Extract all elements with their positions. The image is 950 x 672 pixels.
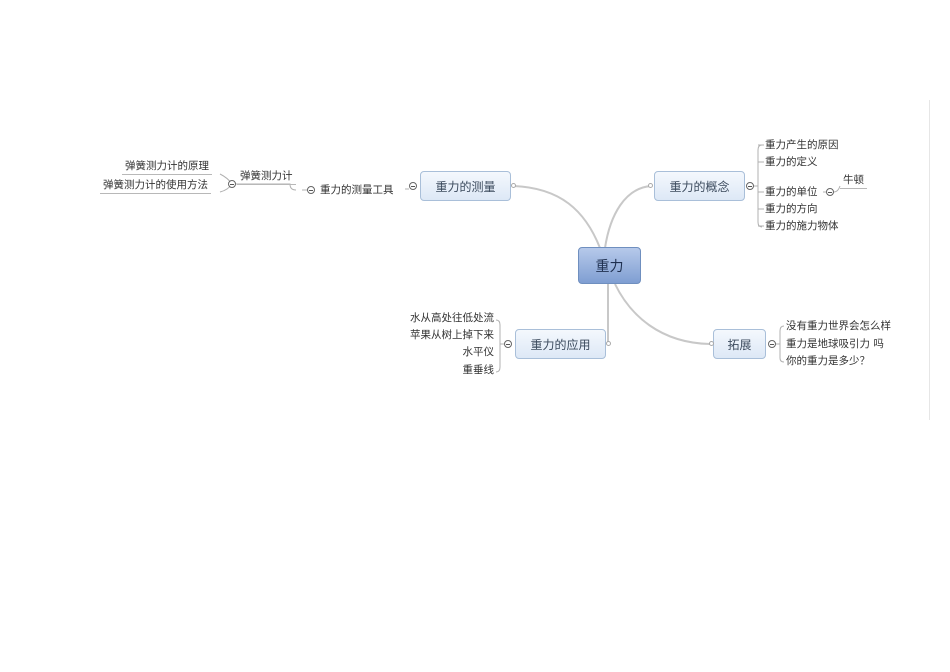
measure-tool-grandchild[interactable]: 弹簧测力计的使用方法: [100, 179, 211, 194]
concept-connector-dot: [648, 183, 653, 188]
bracket-apply: [495, 319, 501, 373]
concept-item[interactable]: 重力的单位: [765, 186, 818, 198]
apply-item[interactable]: 水平仪: [462, 346, 495, 358]
apply-connector-dot: [606, 341, 611, 346]
collapse-icon[interactable]: [746, 182, 754, 190]
topic-concept[interactable]: 重力的概念: [654, 171, 745, 201]
apply-item[interactable]: 水从高处往低处流: [410, 312, 494, 324]
collapse-icon[interactable]: [409, 182, 417, 190]
bracket-concept: [757, 144, 763, 228]
topic-measure[interactable]: 重力的测量: [420, 171, 511, 201]
central-topic[interactable]: 重力: [578, 247, 641, 284]
topic-apply[interactable]: 重力的应用: [515, 329, 606, 359]
collapse-icon[interactable]: [307, 186, 315, 194]
apply-item[interactable]: 重垂线: [462, 364, 495, 376]
extend-item[interactable]: 你的重力是多少？: [786, 355, 870, 367]
extend-connector-dot: [709, 341, 714, 346]
extend-item[interactable]: 没有重力世界会怎么样: [786, 320, 891, 332]
concept-item[interactable]: 重力的方向: [765, 203, 818, 215]
collapse-icon[interactable]: [826, 188, 834, 196]
topic-extend[interactable]: 拓展: [713, 329, 766, 359]
apply-item[interactable]: 苹果从树上掉下来: [410, 329, 494, 341]
branch-extend: [614, 283, 711, 345]
branch-concept: [604, 185, 652, 249]
measure-tool-child[interactable]: 弹簧测力计: [237, 170, 296, 185]
measure-tool-grandchild[interactable]: 弹簧测力计的原理: [122, 160, 212, 175]
concept-unit-child[interactable]: 牛顿: [840, 174, 867, 189]
measure-connector-dot: [511, 183, 516, 188]
bracket-extend: [779, 325, 785, 363]
concept-item[interactable]: 重力产生的原因: [765, 139, 839, 151]
page-edge-line: [929, 100, 930, 420]
collapse-icon[interactable]: [504, 340, 512, 348]
concept-item[interactable]: 重力的定义: [765, 156, 818, 168]
branch-measure: [513, 185, 601, 249]
concept-item[interactable]: 重力的施力物体: [765, 220, 839, 232]
extend-item[interactable]: 重力是地球吸引力 吗: [786, 338, 884, 350]
collapse-icon[interactable]: [768, 340, 776, 348]
collapse-icon[interactable]: [228, 180, 236, 188]
measure-tool[interactable]: 重力的测量工具: [320, 184, 394, 196]
